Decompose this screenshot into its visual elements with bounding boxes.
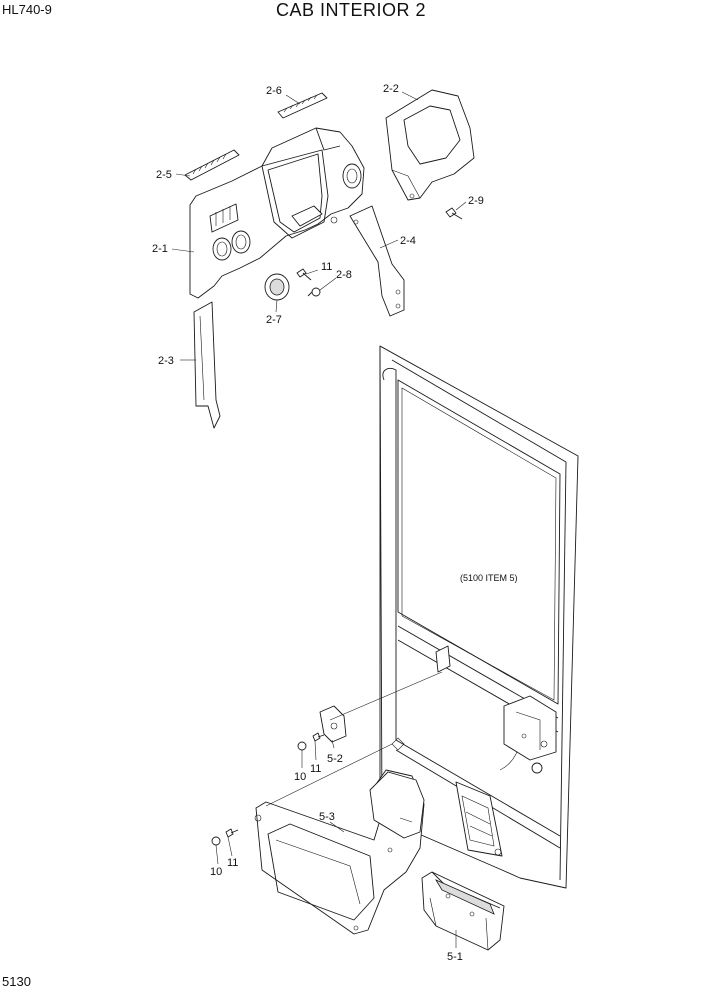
screw-2-9 (445, 207, 463, 220)
vent-grille-2-6 (277, 92, 328, 119)
label-2-6: 2-6 (266, 85, 282, 97)
screw-11-top (296, 268, 312, 281)
label-11-top: 11 (321, 261, 332, 273)
label-2-2: 2-2 (383, 83, 399, 95)
label-2-8: 2-8 (336, 269, 352, 281)
label-5-3: 5-3 (319, 811, 335, 823)
bracket-5-2 (319, 705, 347, 743)
label-2-4: 2-4 (400, 235, 416, 247)
model-code: HL740-9 (2, 2, 52, 17)
pillar-trim-2-3 (193, 301, 221, 429)
armrest-tray-5-3 (254, 769, 425, 935)
leader-lines (171, 91, 467, 948)
callout-labels: 2-6 2-2 2-5 2-9 2-4 2-1 11 2-8 2-7 2-3 (… (152, 83, 518, 963)
label-5-2: 5-2 (327, 753, 343, 765)
cover-panel-2-2 (385, 89, 475, 201)
label-2-5: 2-5 (156, 169, 172, 181)
vent-grille-2-5 (184, 149, 240, 181)
label-2-9: 2-9 (468, 195, 484, 207)
storage-box-5-1 (421, 871, 505, 951)
clip-2-8 (307, 287, 321, 297)
label-10-mid: 10 (294, 771, 306, 783)
label-2-1: 2-1 (152, 243, 168, 255)
dashboard-panel-2-1 (189, 127, 365, 299)
screw-11-low (225, 828, 239, 838)
cap-10-mid (297, 741, 307, 751)
label-11-low: 11 (227, 857, 238, 869)
label-10-low: 10 (210, 866, 222, 878)
side-trim-2-4 (349, 205, 405, 317)
cab-door-frame (379, 345, 579, 889)
round-vent-2-7 (264, 273, 290, 301)
screw-11-mid (312, 732, 325, 742)
page-number: 5130 (2, 974, 31, 989)
page-title: CAB INTERIOR 2 (275, 0, 427, 20)
label-11-mid: 11 (310, 763, 321, 775)
label-ref-5100-item-5: (5100 ITEM 5) (460, 573, 518, 583)
label-2-3: 2-3 (158, 355, 174, 367)
label-5-1: 5-1 (447, 951, 463, 963)
cap-10-low (211, 836, 221, 846)
label-2-7: 2-7 (266, 314, 282, 326)
